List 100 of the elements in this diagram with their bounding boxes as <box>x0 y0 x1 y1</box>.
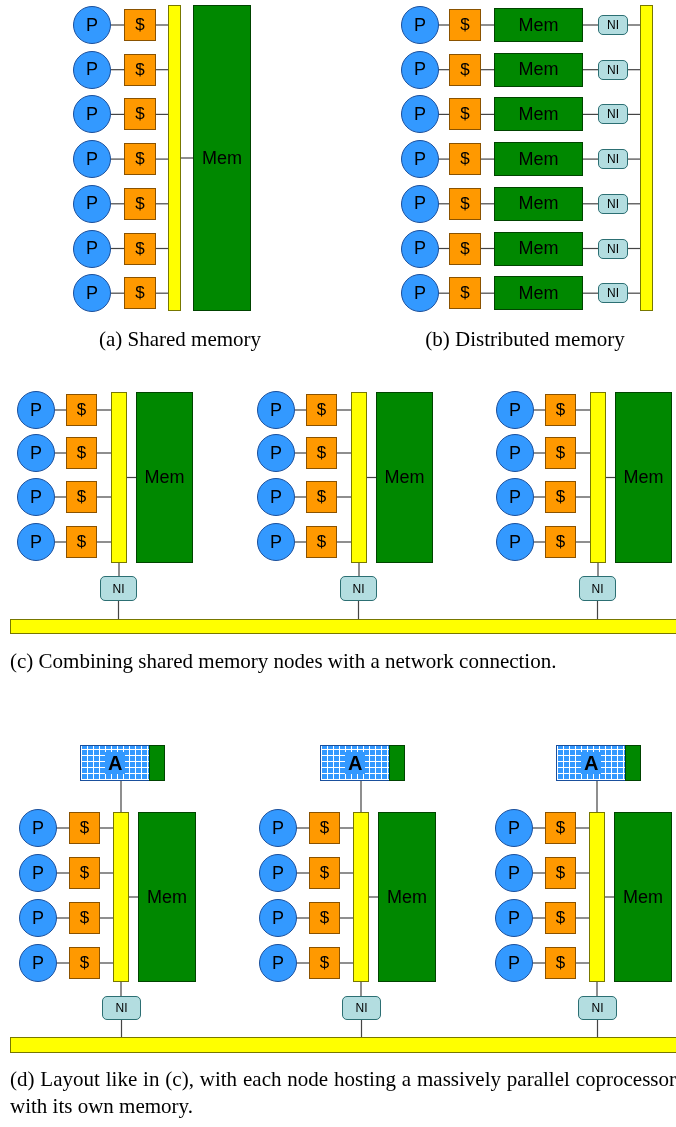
processor-circle: P <box>73 184 111 223</box>
processor-circle: P <box>259 944 297 982</box>
connector-line <box>180 157 194 159</box>
network-interface-box: NI <box>100 576 137 601</box>
connector-line <box>54 496 67 498</box>
processor-circle: P <box>19 854 57 892</box>
memory-box: Mem <box>615 392 672 563</box>
network-interface-box: NI <box>598 283 628 304</box>
caption: (d) Layout like in (c), with each node hosting a massively parallel coprocessor with its own memory. <box>10 1066 676 1120</box>
connector-line <box>294 541 307 543</box>
cache-box: $ <box>69 857 100 889</box>
bus-bar <box>351 392 367 563</box>
network-interface-box: NI <box>598 149 628 170</box>
connector-line <box>336 409 352 411</box>
connector-line <box>358 562 360 577</box>
memory-bar <box>625 745 641 781</box>
cache-box: $ <box>449 9 481 41</box>
connector-line <box>99 962 114 964</box>
connector-line <box>533 409 546 411</box>
network-interface-box: NI <box>598 238 628 259</box>
cache-box: $ <box>545 481 576 513</box>
processor-circle: P <box>259 899 297 937</box>
cache-box: $ <box>545 394 576 426</box>
cache-box: $ <box>124 232 156 265</box>
connector-line <box>110 24 125 26</box>
cache-box: $ <box>66 394 97 426</box>
cache-box: $ <box>545 526 576 558</box>
processor-circle: P <box>73 95 111 134</box>
cache-box: $ <box>306 437 337 469</box>
connector-line <box>575 409 591 411</box>
connector-line <box>296 917 310 919</box>
cache-box: $ <box>124 9 156 41</box>
connector-line <box>532 917 546 919</box>
cache-box: $ <box>309 857 340 889</box>
connector-line <box>533 541 546 543</box>
bus-bar <box>640 5 653 311</box>
connector-line <box>582 158 599 160</box>
connector-line <box>99 827 114 829</box>
connector-line <box>438 158 450 160</box>
connector-line <box>336 452 352 454</box>
connector-line <box>360 780 362 813</box>
cache-box: $ <box>66 526 97 558</box>
processor-circle: P <box>401 140 439 179</box>
connector-line <box>296 962 310 964</box>
connector-line <box>54 541 67 543</box>
connector-line <box>575 872 590 874</box>
connector-line <box>294 496 307 498</box>
memory-box: Mem <box>376 392 433 563</box>
processor-circle: P <box>496 391 534 429</box>
connector-line <box>118 562 120 577</box>
connector-line <box>128 896 139 898</box>
processor-circle: P <box>73 140 111 179</box>
connector-line <box>627 158 641 160</box>
cache-box: $ <box>69 812 100 844</box>
connector-line <box>339 872 354 874</box>
cache-box: $ <box>309 812 340 844</box>
accelerator-box <box>80 745 165 781</box>
memory-bar <box>149 745 165 781</box>
memory-box: Mem <box>138 812 196 982</box>
caption: (a) Shared memory <box>97 326 263 353</box>
cache-box: $ <box>124 143 156 176</box>
network-interface-box: NI <box>340 576 377 601</box>
connector-line <box>575 496 591 498</box>
processor-circle: P <box>495 899 533 937</box>
accelerator-label: A <box>581 752 602 774</box>
processor-circle: P <box>401 184 439 223</box>
memory-box: Mem <box>494 186 583 221</box>
network-interface-box: NI <box>598 104 628 125</box>
connector-line <box>575 917 590 919</box>
memory-bar <box>389 745 405 781</box>
cache-box: $ <box>545 947 576 979</box>
connector-line <box>336 496 352 498</box>
bus-bar <box>10 1037 676 1053</box>
processor-circle: P <box>401 229 439 268</box>
connector-line <box>533 452 546 454</box>
bus-bar <box>111 392 127 563</box>
connector-line <box>575 452 591 454</box>
connector-line <box>96 452 112 454</box>
cache-box: $ <box>449 53 481 86</box>
processor-circle: P <box>401 95 439 134</box>
connector-line <box>56 872 70 874</box>
cache-box: $ <box>306 526 337 558</box>
connector-line <box>110 158 125 160</box>
cache-box: $ <box>124 53 156 86</box>
network-interface-box: NI <box>598 59 628 80</box>
cache-box: $ <box>306 481 337 513</box>
network-interface-box: NI <box>598 193 628 214</box>
connector-line <box>360 981 362 997</box>
processor-circle: P <box>73 229 111 268</box>
connector-line <box>532 827 546 829</box>
cache-box: $ <box>69 902 100 934</box>
connector-line <box>533 496 546 498</box>
connector-line <box>480 24 495 26</box>
bus-bar <box>590 392 606 563</box>
connector-line <box>597 562 599 577</box>
memory-box: Mem <box>494 97 583 132</box>
connector-line <box>575 962 590 964</box>
connector-line <box>575 827 590 829</box>
cache-box: $ <box>449 232 481 265</box>
cache-box: $ <box>449 143 481 176</box>
